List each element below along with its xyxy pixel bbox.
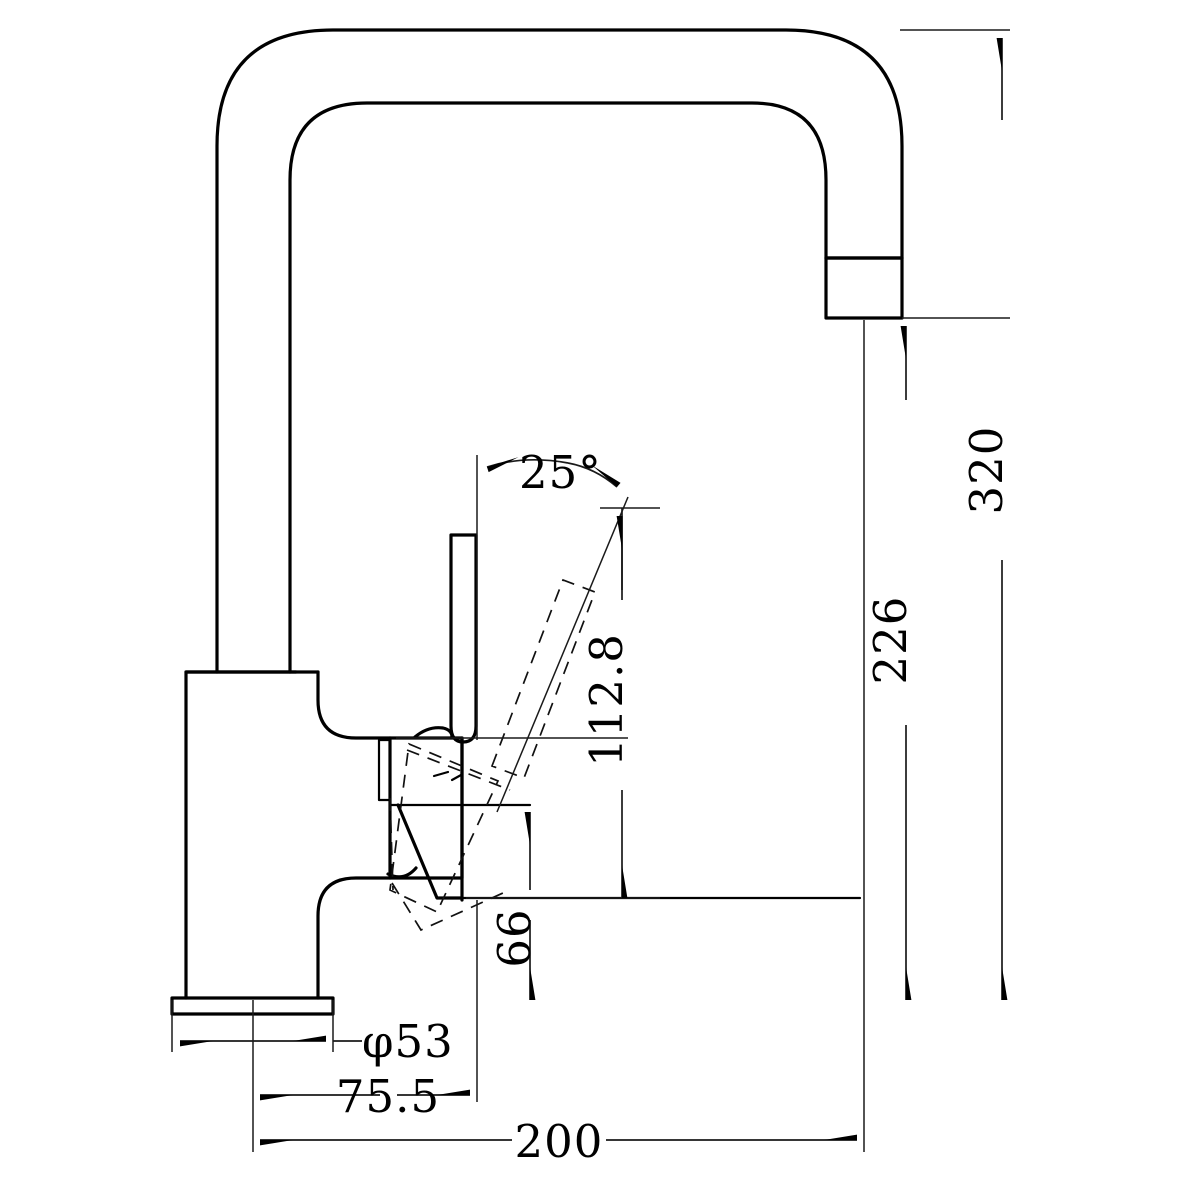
dim-66-label: 66 bbox=[488, 908, 541, 967]
hub-cone-skirt bbox=[396, 803, 464, 900]
hub-upper-tab bbox=[377, 738, 392, 802]
dim-226-label: 226 bbox=[864, 596, 917, 685]
handle-lever-upright bbox=[449, 533, 478, 744]
dim-320-label: 320 bbox=[960, 426, 1013, 515]
dimension-angle-25: 25° bbox=[396, 446, 629, 813]
tilted-hub-axis-phantom bbox=[406, 749, 511, 791]
body-column-right-upper bbox=[316, 670, 392, 740]
tilted-hub-phantom-outer bbox=[391, 882, 504, 932]
gooseneck-inner-profile bbox=[288, 101, 828, 674]
dimension-d53: φ53 bbox=[180, 1015, 454, 1068]
dim-1128-label: 112.8 bbox=[580, 633, 633, 767]
tilted-hub-phantom bbox=[389, 742, 500, 914]
body-column-outline bbox=[184, 670, 298, 1000]
dim-w200-label: 200 bbox=[515, 1115, 604, 1168]
bottom-extension-lines bbox=[171, 320, 865, 1152]
dimension-66: 66 bbox=[488, 812, 541, 1000]
faucet-outline-group bbox=[170, 28, 904, 1016]
angle-arc-right bbox=[567, 462, 621, 492]
dimension-w200: 200 bbox=[260, 1115, 857, 1168]
hub-chamfer-marks bbox=[432, 770, 463, 782]
angle-tilted-ref-line bbox=[496, 496, 629, 813]
dimension-226: 226 bbox=[864, 317, 1010, 1000]
angle-arc-left bbox=[485, 457, 569, 473]
hub-top-button bbox=[413, 726, 454, 739]
dimension-112-8: 112.8 bbox=[466, 507, 660, 899]
dimension-w755: 75.5 bbox=[260, 1070, 470, 1123]
tilted-hub-edge-phantom bbox=[389, 797, 394, 891]
body-column-right-lower bbox=[316, 876, 392, 1000]
angle-25-label: 25° bbox=[519, 446, 602, 499]
rotation-arc bbox=[386, 866, 418, 879]
dimension-320: 320 bbox=[900, 29, 1013, 1000]
aerator-collar bbox=[824, 256, 904, 320]
dim-w755-label: 75.5 bbox=[336, 1070, 440, 1123]
dim-d53-label: φ53 bbox=[362, 1015, 454, 1068]
gooseneck-outer-profile bbox=[215, 28, 904, 674]
